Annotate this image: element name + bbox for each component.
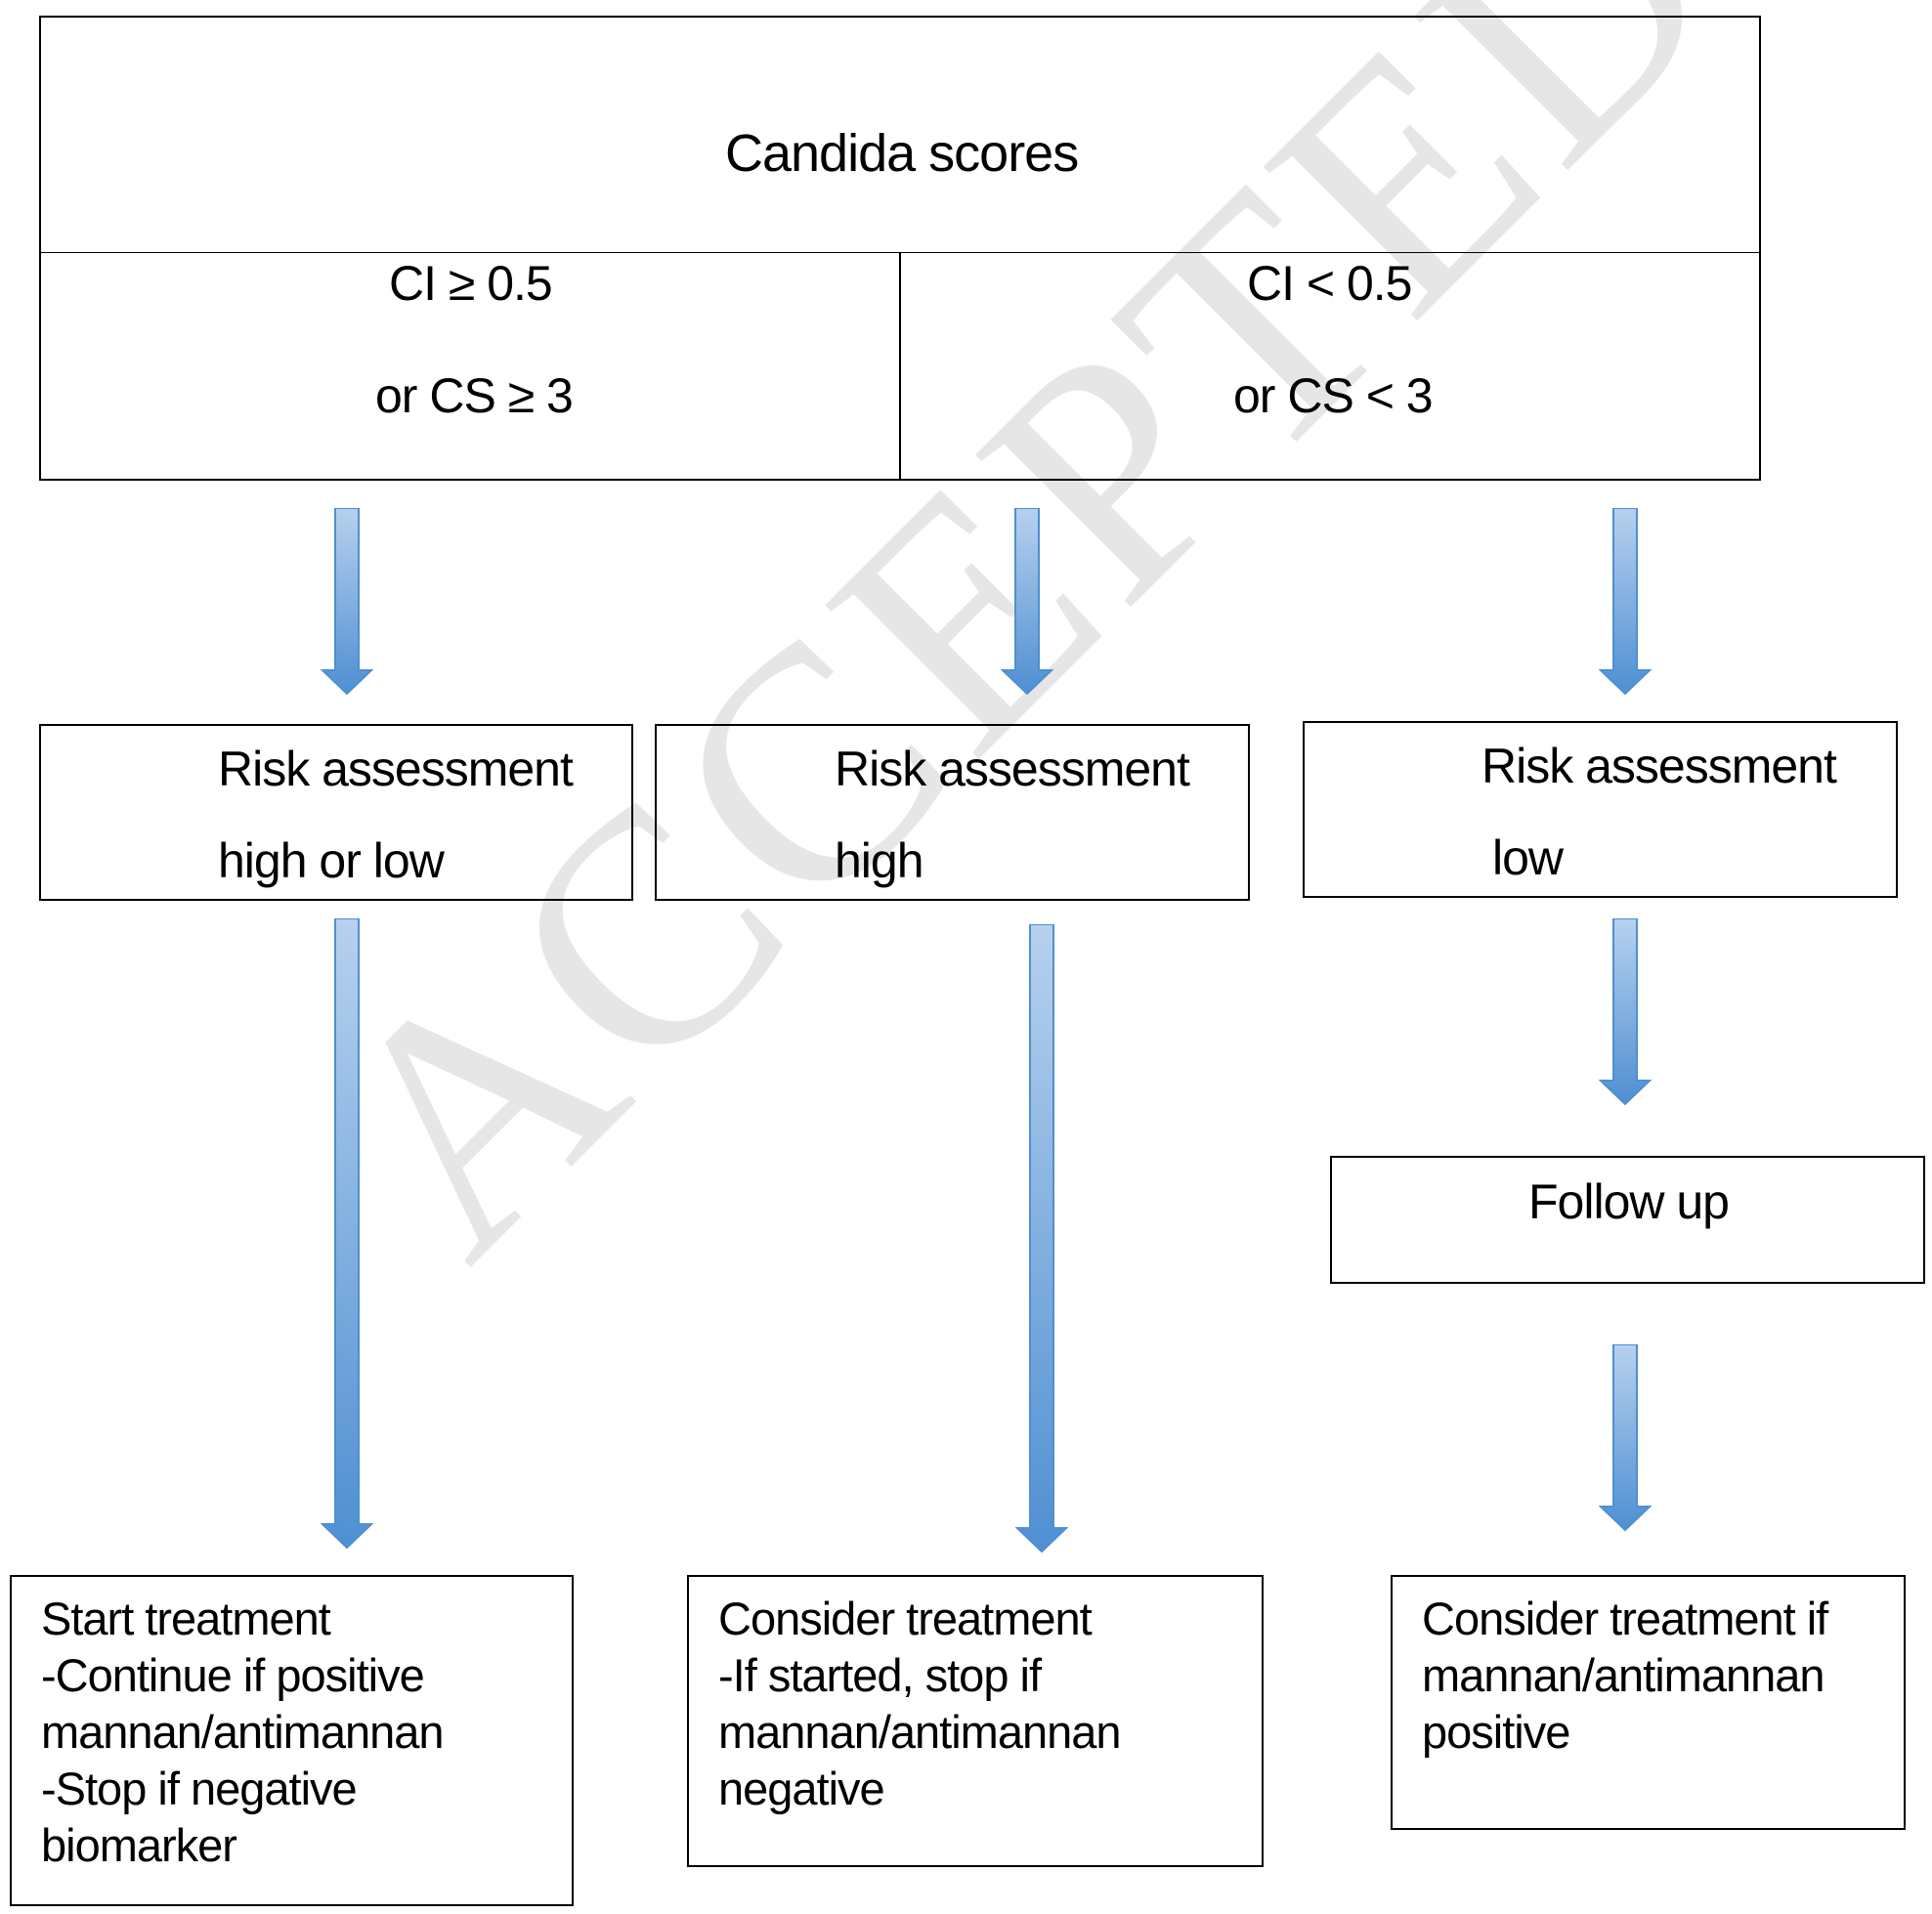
arrow-down-icon [1015,924,1068,1553]
outcome-middle-text: Consider treatment -If started, stop if … [718,1593,1122,1814]
risk-right-title: Risk assessment [1481,739,1837,793]
arrow-down-icon [1001,508,1053,696]
follow-up-label: Follow up [1528,1174,1730,1229]
outcome-box-right [1391,1575,1906,1830]
arrow-down-icon [1599,508,1652,696]
outcome-box-left [10,1575,574,1906]
risk-box-middle [655,724,1250,901]
risk-left-title: Risk assessment [218,742,574,796]
arrow-down-icon [321,508,373,696]
risk-middle-title: Risk assessment [835,742,1190,796]
risk-box-left [39,724,633,901]
arrow-down-icon [1599,918,1652,1106]
outcome-box-middle [687,1575,1264,1867]
arrow-down-icon [321,918,373,1550]
criteria-divider [899,252,901,481]
arrow-down-icon [1599,1344,1652,1532]
diagram-title: Candida scores [725,124,1079,183]
risk-box-right [1303,721,1898,898]
follow-up-box [1330,1156,1925,1284]
risk-right-level: low [1492,830,1564,885]
criteria-left-line2: or CS ≥ 3 [375,368,574,423]
risk-left-level: high or low [218,833,445,888]
outcome-left-text: Start treatment -Continue if positive ma… [41,1593,445,1871]
criteria-right-line1: CI < 0.5 [1247,256,1412,311]
criteria-left-line1: CI ≥ 0.5 [389,256,553,311]
criteria-right-line2: or CS < 3 [1233,368,1434,423]
risk-middle-level: high [835,833,924,888]
outcome-right-text: Consider treatment if mannan/antimannan … [1422,1593,1828,1758]
